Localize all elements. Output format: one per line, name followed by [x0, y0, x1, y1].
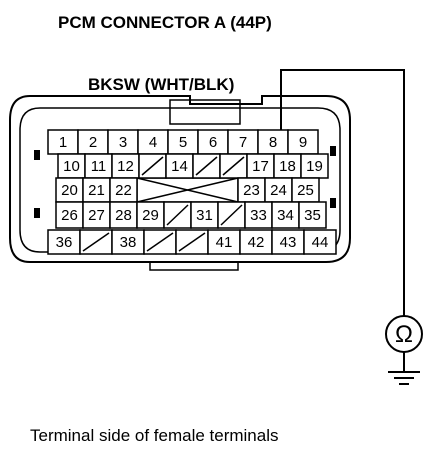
pin-cell-8: 8	[257, 129, 289, 155]
ground-icon	[388, 371, 420, 385]
unused-pin-slash	[146, 232, 174, 252]
pin-cell-blank	[219, 153, 248, 179]
pin-number: 12	[117, 158, 134, 175]
unused-pin-slash	[178, 232, 206, 252]
pin-number: 11	[91, 158, 107, 175]
diagram-caption: Terminal side of female terminals	[30, 426, 278, 445]
pin-cell-3: 3	[107, 129, 139, 155]
connector-housing	[9, 95, 351, 271]
unused-pin-slash	[82, 232, 110, 252]
pin-number: 8	[269, 134, 277, 151]
pin-cell-31: 31	[190, 201, 219, 229]
pin-cell-1: 1	[47, 129, 79, 155]
pin-number: 24	[270, 182, 287, 199]
unused-pin-slash	[141, 156, 164, 176]
pin-number: 34	[277, 207, 294, 224]
pin-cell-19: 19	[300, 153, 329, 179]
diagram-title: PCM CONNECTOR A (44P)	[58, 13, 272, 32]
pin-number: 14	[171, 158, 188, 175]
pin-number: 3	[119, 134, 127, 151]
pin-number: 27	[88, 207, 105, 224]
pin-number: 1	[59, 134, 67, 151]
pin-cell-21: 21	[82, 177, 111, 203]
pin-cell-14: 14	[165, 153, 194, 179]
pin-cell-4: 4	[137, 129, 169, 155]
pin-cell-34: 34	[271, 201, 300, 229]
pin-cell-33: 33	[244, 201, 273, 229]
pin-cell-10: 10	[57, 153, 86, 179]
blank-crossed-area	[136, 177, 239, 203]
pin-number: 26	[61, 207, 78, 224]
pin-cell-23: 23	[237, 177, 266, 203]
pin-cell-7: 7	[227, 129, 259, 155]
pin-cell-26: 26	[55, 201, 84, 229]
pin-number: 10	[63, 158, 80, 175]
pin-number: 25	[297, 182, 314, 199]
ohm-symbol: Ω	[395, 321, 413, 348]
pin-cell-2: 2	[77, 129, 109, 155]
pin-number: 44	[312, 234, 329, 251]
unused-pin-slash	[195, 156, 218, 176]
pin-cell-38: 38	[111, 229, 145, 255]
pin-cell-blank	[217, 201, 246, 229]
pin-cell-18: 18	[273, 153, 302, 179]
unused-pin-slash	[166, 204, 189, 226]
unused-pin-slash	[220, 204, 243, 226]
pin-number: 21	[88, 182, 105, 199]
pin-cell-17: 17	[246, 153, 275, 179]
pin-cell-5: 5	[167, 129, 199, 155]
pin-cell-36: 36	[47, 229, 81, 255]
pin-number: 22	[115, 182, 132, 199]
pin-cell-blank	[138, 153, 167, 179]
pin-number: 18	[279, 158, 296, 175]
pin-cell-29: 29	[136, 201, 165, 229]
pin-cell-12: 12	[111, 153, 140, 179]
pin-number: 23	[243, 182, 260, 199]
pin-number: 36	[56, 234, 73, 251]
pin-cell-6: 6	[197, 129, 229, 155]
pin-number: 4	[149, 134, 157, 151]
pin-number: 38	[120, 234, 137, 251]
pin-number: 17	[252, 158, 269, 175]
pin-cell-blank	[163, 201, 192, 229]
pin-cell-blank	[175, 229, 209, 255]
pin-number: 29	[142, 207, 159, 224]
pin-number: 19	[306, 158, 323, 175]
pin-cell-35: 35	[298, 201, 327, 229]
pin-number: 7	[239, 134, 247, 151]
pin-number: 9	[299, 134, 307, 151]
pin-cell-41: 41	[207, 229, 241, 255]
pin-cell-blank	[143, 229, 177, 255]
pin-cell-28: 28	[109, 201, 138, 229]
pin-number: 35	[304, 207, 321, 224]
pin-number: 31	[196, 207, 213, 224]
pin-cell-43: 43	[271, 229, 305, 255]
pin-cell-44: 44	[303, 229, 337, 255]
unused-pin-slash	[222, 156, 245, 176]
pin-number: 43	[280, 234, 297, 251]
wire-label: BKSW (WHT/BLK)	[88, 75, 234, 94]
pin-cell-11: 11	[84, 153, 113, 179]
pin-number: 6	[209, 134, 217, 151]
pin-number: 5	[179, 134, 187, 151]
pin-cell-blank	[79, 229, 113, 255]
pin-cell-27: 27	[82, 201, 111, 229]
pin-number: 41	[216, 234, 233, 251]
pin-number: 2	[89, 134, 97, 151]
pin-cell-blank	[192, 153, 221, 179]
pin-cell-20: 20	[55, 177, 84, 203]
pin-cell-42: 42	[239, 229, 273, 255]
probe-wire: Ω	[280, 69, 423, 372]
pin-cell-24: 24	[264, 177, 293, 203]
pin-number: 42	[248, 234, 265, 251]
pin-number: 28	[115, 207, 132, 224]
pin-cell-22: 22	[109, 177, 138, 203]
pin-cell-25: 25	[291, 177, 320, 203]
pin-number: 33	[250, 207, 267, 224]
pin-number: 20	[61, 182, 78, 199]
pin-cell-9: 9	[287, 129, 319, 155]
